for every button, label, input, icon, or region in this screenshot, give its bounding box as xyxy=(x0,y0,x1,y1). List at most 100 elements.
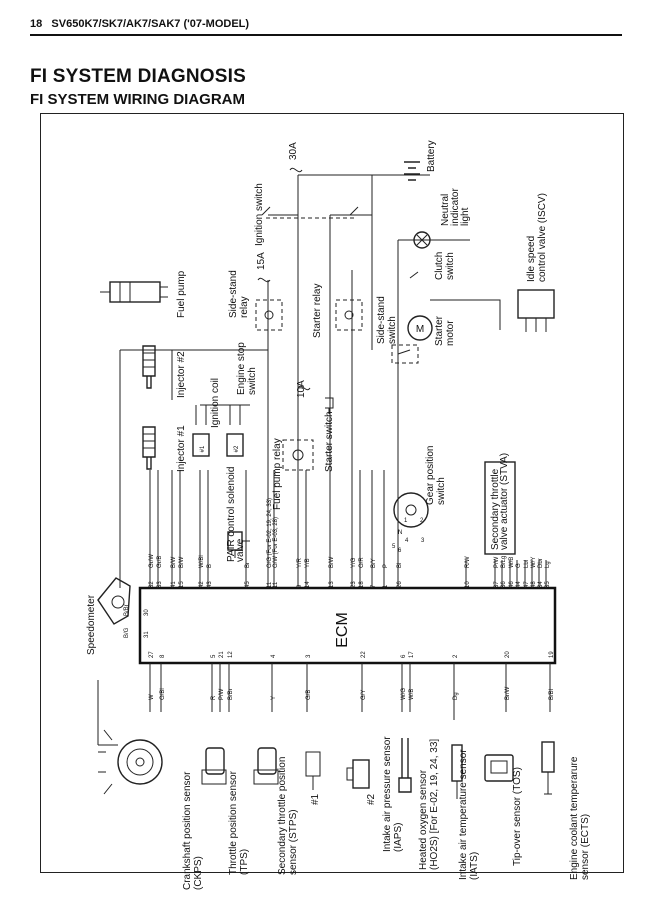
ignition-switch-label: Ignition switch xyxy=(254,183,265,246)
ckps-label: Crankshaft position sensor xyxy=(182,771,193,890)
wire-color-right: W/Bl xyxy=(199,555,205,568)
starter-relay-icon xyxy=(335,299,363,331)
stps-label: sensor (STPS) xyxy=(288,809,299,875)
ecm-pin-left: 4 xyxy=(271,654,277,658)
ecm-pin-right: 41 xyxy=(171,581,177,588)
ecm-pin-right: 26 xyxy=(397,581,403,588)
header-rule xyxy=(30,34,622,36)
ignition-coil-label: Ignition coil xyxy=(210,378,221,428)
wire-color-left: B/Bl xyxy=(549,689,555,700)
ecm-pin-right: 11 xyxy=(267,581,273,588)
wire-color-left: W/G xyxy=(401,688,407,700)
wire-color-right: R/W xyxy=(465,556,471,568)
pair-valve-icon xyxy=(227,531,250,558)
tps-label: (TPS) xyxy=(239,849,250,875)
ecm-pin-left: 19 xyxy=(549,651,555,658)
ecm-pin-left: 6 xyxy=(401,654,407,658)
wire-color-right: B xyxy=(207,564,213,568)
battery-icon xyxy=(404,161,420,181)
gear-position-label: switch xyxy=(436,477,447,505)
gear-position-label: Gear position xyxy=(425,446,436,505)
wire-color-right: P xyxy=(383,564,389,568)
ecm-pin-right: 42 xyxy=(199,581,205,588)
injector-1-icon xyxy=(142,426,156,470)
side-stand-switch-label: switch xyxy=(387,316,398,344)
wire-color-right: Lbl xyxy=(524,560,530,568)
iscv-icon xyxy=(517,289,555,332)
component-labels: Crankshaft position sensor(CKPS) Throttle… xyxy=(176,140,591,890)
ecm-pin-left: 22 xyxy=(361,651,367,658)
stps-1-label: #1 xyxy=(310,793,321,805)
wire-color-right: Y/G xyxy=(351,557,357,568)
ecm-pin-right: 10 xyxy=(465,581,471,588)
ecm-pin-right: 44 xyxy=(516,581,522,588)
ecm-pin-left: 2 xyxy=(453,654,459,658)
wire-color-left: G/Y xyxy=(361,690,367,700)
clutch-switch-icon xyxy=(409,271,419,279)
injector-1-label: Injector #1 xyxy=(176,425,187,472)
gear-mark: 1 xyxy=(404,518,408,524)
wire-color-left: P/W xyxy=(219,688,225,700)
speedometer-label: Speedometer xyxy=(86,594,97,655)
ecm-pin-right: 35 xyxy=(545,581,551,588)
ecm-pin-right: 14 xyxy=(305,581,311,588)
pair-valve-label: PAIR control solenoid xyxy=(226,467,237,562)
wire-runs xyxy=(97,174,551,746)
svg-text:M: M xyxy=(416,324,424,335)
ecm-box xyxy=(138,586,557,665)
fuse-15a-icon xyxy=(257,277,271,283)
wire-color-right: O/R xyxy=(359,557,365,568)
ecm-pin-right: 18 xyxy=(359,581,365,588)
wire-color-left: Br/W xyxy=(505,686,511,700)
ecm-pin-right: 15 xyxy=(179,581,185,588)
iaps-label: Intake air pressure sensor xyxy=(382,736,393,852)
side-stand-relay-icon xyxy=(255,299,283,331)
wire-color-right: Lg xyxy=(545,561,551,568)
ecm-pin-right: 1 xyxy=(383,584,389,588)
ignition-switch-icon xyxy=(261,206,359,219)
ecm-pin-right: 37 xyxy=(494,581,500,588)
pair-valve-label: valve xyxy=(235,538,246,562)
speedometer: Speedometer xyxy=(86,577,131,655)
starter-motor-label: Starter xyxy=(434,315,445,346)
wire-color-right: W/Y xyxy=(531,557,537,568)
tos-sensor-icon xyxy=(484,754,514,782)
iscv-label: Idle speed xyxy=(526,236,537,282)
stps-2-label: #2 xyxy=(366,793,377,805)
ckps-label: (CKPS) xyxy=(193,856,204,890)
wire-color-left: W/B xyxy=(409,689,415,700)
ecm-pin-right: 34 xyxy=(538,581,544,588)
gear-mark: 4 xyxy=(405,538,409,544)
wire-color-right: W/B xyxy=(509,557,515,568)
ignition-coil-2: #2 xyxy=(226,433,244,457)
injector-2-icon xyxy=(142,345,156,389)
ecm-pin-right: 33 xyxy=(157,581,163,588)
iaps-label: (IAPS) xyxy=(393,823,404,852)
wire-color-right: Bl xyxy=(397,563,403,568)
engine-stop-label: Engine stop xyxy=(236,342,247,395)
ecm-pin-left: 12 xyxy=(228,651,234,658)
wire-color-right: Y/R xyxy=(297,557,303,568)
stva-label: Secondary throttle xyxy=(490,468,501,550)
gear-mark: 3 xyxy=(421,538,425,544)
starter-switch-icon xyxy=(325,397,334,414)
diagram-frame xyxy=(40,113,624,873)
wire-color-right: Dbr xyxy=(538,558,544,568)
tps-label: Throttle position sensor xyxy=(228,770,239,875)
ecm-pin-right: 11 xyxy=(273,581,279,588)
wire-color-right: B/W xyxy=(179,556,185,568)
ecm-pin-right: 32 xyxy=(149,581,155,588)
ho2s-label: Heated oxygen sensor xyxy=(418,769,429,870)
side-stand-relay-label: Side-stand xyxy=(228,270,239,318)
iaps-sensor-icon xyxy=(346,759,370,789)
wire-color-left: Y xyxy=(271,696,277,700)
battery-label: Battery xyxy=(426,140,437,172)
wire-color-right: Y/B xyxy=(305,558,311,568)
fuel-pump-relay-label: Fuel pump relay xyxy=(272,438,283,510)
starter-switch-label: Starter switch xyxy=(324,411,335,472)
side-stand-switch-icon xyxy=(391,344,419,364)
ecm-pin-left: 8 xyxy=(160,654,166,658)
wire-color-right: O/G (For E-02, 19, 24, 33) xyxy=(267,498,273,568)
wire-color-right: B/Y xyxy=(371,558,377,568)
